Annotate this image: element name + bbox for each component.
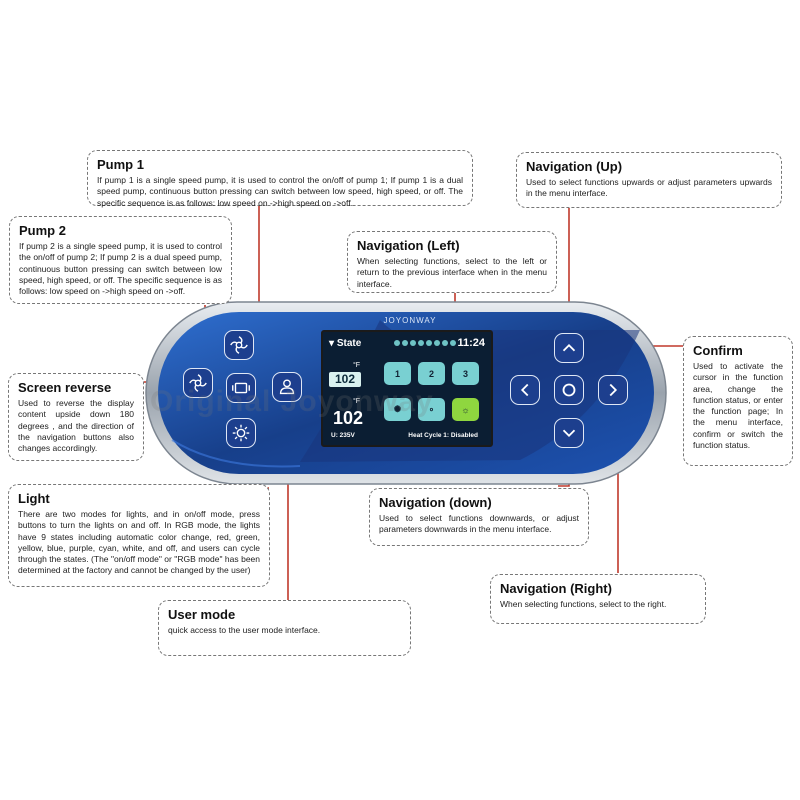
callout-text: If pump 2 is a single speed pump, it is …: [19, 241, 222, 297]
screen-title: ▾ State: [329, 338, 362, 349]
pump1-button[interactable]: [224, 330, 254, 360]
chevron-right-icon: [609, 383, 618, 397]
callout-title: User mode: [168, 607, 236, 622]
screen-rotate-icon: [232, 382, 250, 394]
callout-text: Used to select functions upwards or adju…: [526, 177, 772, 199]
callout-title: Pump 2: [19, 223, 66, 238]
nav-up-button[interactable]: [554, 333, 584, 363]
callout-title: Navigation (down): [379, 495, 492, 510]
callout-light: Light There are two modes for lights, an…: [8, 484, 270, 587]
nav-down-button[interactable]: [554, 418, 584, 448]
callout-title: Light: [18, 491, 50, 506]
heat-cycle-status: Heat Cycle 1: Disabled: [408, 432, 478, 439]
pump1-tile: 1: [384, 362, 411, 385]
callout-pump1: Pump 1 If pump 1 is a single speed pump,…: [87, 150, 473, 208]
pump-icon: [189, 374, 207, 392]
user-mode-button[interactable]: [272, 372, 302, 402]
pump2-button[interactable]: [183, 368, 213, 398]
blower-tile: ✺: [384, 398, 411, 421]
light-tile: ☼: [452, 398, 479, 421]
status-icons: [394, 340, 456, 346]
screen-reverse-button[interactable]: [226, 373, 256, 403]
current-temperature: 102: [333, 408, 364, 428]
nav-left-button[interactable]: [510, 375, 540, 405]
callout-title: Screen reverse: [18, 380, 112, 395]
light-button[interactable]: [226, 418, 256, 448]
screen-title-text: State: [336, 338, 362, 349]
chevron-up-icon: [562, 343, 576, 352]
callout-confirm: Confirm Used to activate the cursor in t…: [683, 336, 793, 466]
callout-title: Confirm: [693, 343, 743, 358]
user-icon: [279, 379, 295, 395]
callout-title: Navigation (Left): [357, 238, 460, 253]
callout-title: Pump 1: [97, 157, 144, 172]
callout-text: Used to reverse the display content upsi…: [18, 398, 134, 454]
screen-time: 11:24: [457, 337, 485, 349]
callout-title: Navigation (Right): [500, 581, 612, 596]
light-icon: [232, 424, 250, 442]
circle-icon: [562, 383, 576, 397]
callout-nav-left: Navigation (Left) When selecting functio…: [347, 231, 557, 293]
callout-nav-up: Navigation (Up) Used to select functions…: [516, 152, 782, 208]
chevron-down-icon: [562, 429, 576, 438]
nav-right-button[interactable]: [598, 375, 628, 405]
callout-text: quick access to the user mode interface.: [168, 625, 321, 635]
voltage-readout: U: 235V: [331, 432, 355, 439]
display-screen: ▾ State 11:24 °F 102 °F 102 1 2 3 ✺ ∘ ☼ …: [321, 330, 493, 447]
pump3-tile: 3: [452, 362, 479, 385]
callout-text: Used to select functions downwards, or a…: [379, 513, 579, 535]
callout-user-mode: User mode quick access to the user mode …: [158, 600, 411, 656]
pump2-tile: 2: [418, 362, 445, 385]
confirm-button[interactable]: [554, 375, 584, 405]
chevron-left-icon: [520, 383, 529, 397]
callout-title: Navigation (Up): [526, 159, 623, 174]
callout-text: When selecting functions, select to the …: [357, 256, 547, 289]
callout-nav-right: Navigation (Right) When selecting functi…: [490, 574, 706, 624]
pump-icon: [230, 336, 248, 354]
brand-logo: JOYONWAY: [383, 316, 437, 325]
watermark: Original Joyonway: [150, 385, 434, 418]
current-temp-unit: °F: [353, 398, 361, 405]
set-temperature: 102: [329, 372, 361, 387]
callout-text: If pump 1 is a single speed pump, it is …: [97, 175, 463, 208]
callout-text: When selecting functions, select to the …: [500, 599, 667, 609]
callout-screen-reverse: Screen reverse Used to reverse the displ…: [8, 373, 144, 461]
callout-text: Used to activate the cursor in the funct…: [693, 361, 783, 451]
set-temp-unit: °F: [353, 362, 361, 369]
callout-text: There are two modes for lights, and in o…: [18, 509, 260, 576]
ozone-tile: ∘: [418, 398, 445, 421]
callout-nav-down: Navigation (down) Used to select functio…: [369, 488, 589, 546]
callout-pump2: Pump 2 If pump 2 is a single speed pump,…: [9, 216, 232, 304]
